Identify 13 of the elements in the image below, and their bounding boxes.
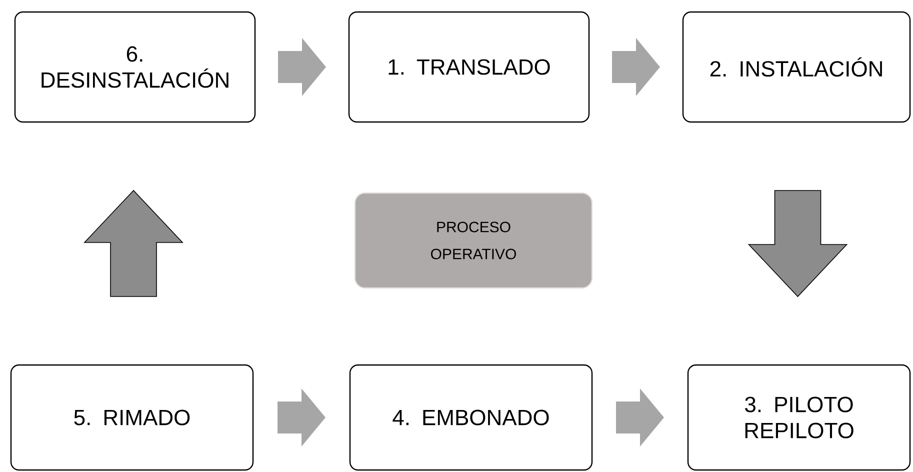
block-arrow	[748, 190, 848, 298]
process-box: 4. EMBONADO	[349, 364, 593, 471]
process-box: 5. RIMADO	[10, 364, 254, 471]
block-arrow	[278, 38, 326, 96]
process-box: 3. PILOTO REPILOTO	[687, 364, 911, 471]
title-box: PROCESO OPERATIVO	[354, 192, 593, 289]
process-box: 6. DESINSTALACIÓN	[14, 11, 256, 123]
block-arrow	[616, 388, 664, 446]
block-arrow	[278, 388, 326, 446]
process-box: 2. INSTALACIÓN	[682, 11, 911, 123]
process-box: 1. TRANSLADO	[348, 11, 590, 123]
block-arrow	[612, 38, 660, 96]
block-arrow	[84, 190, 184, 297]
